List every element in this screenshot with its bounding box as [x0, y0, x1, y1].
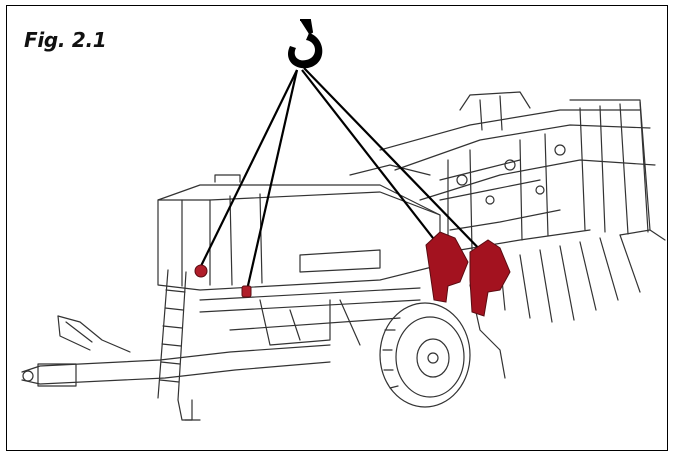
- ladder: [157, 269, 193, 421]
- wheel: [379, 302, 471, 408]
- chassis: [184, 287, 421, 421]
- lifting-eye-icon: [194, 264, 208, 278]
- figure-label: Fig. 2.1: [24, 28, 107, 52]
- figure-frame: [6, 5, 668, 451]
- lift-bracket-left: [425, 231, 469, 303]
- rear-tine-units: [379, 91, 666, 379]
- drawbar: [21, 315, 331, 387]
- crane-hook-icon: [288, 19, 323, 69]
- lift-bracket-right: [469, 239, 511, 317]
- lifting-eye-icon: [241, 285, 252, 298]
- lifting-slings: [199, 67, 489, 291]
